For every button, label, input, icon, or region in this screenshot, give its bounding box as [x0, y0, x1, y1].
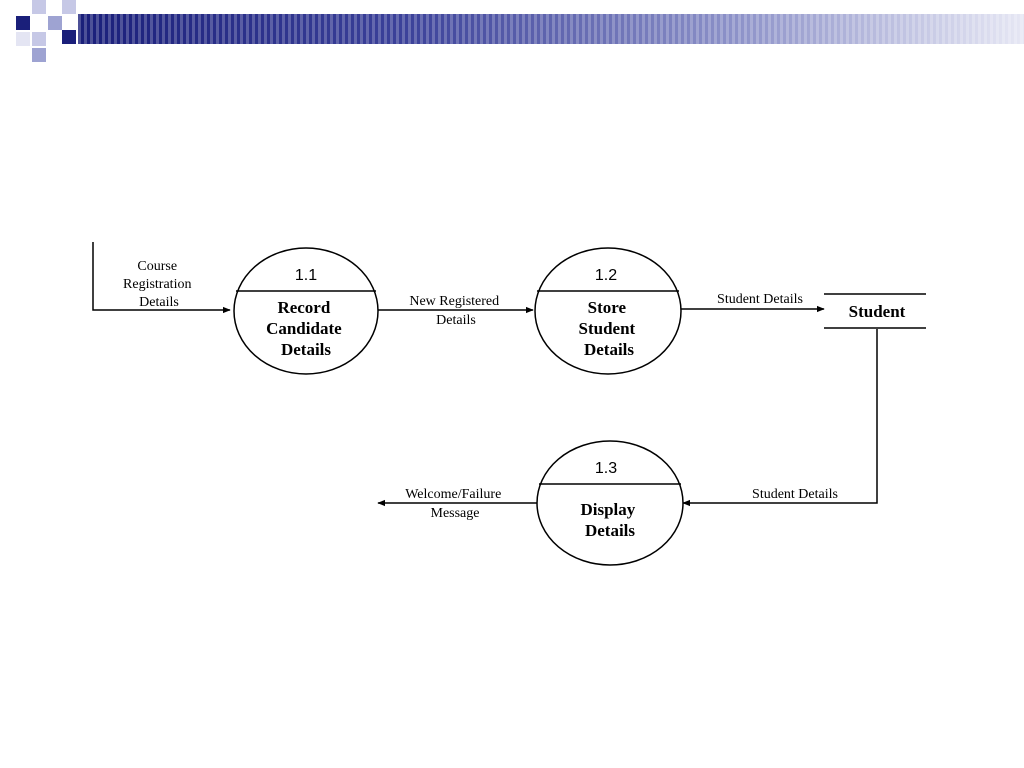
- flow-label-course-3: Details: [139, 295, 179, 310]
- process-1-1: 1.1 Record Candidate Details: [233, 247, 379, 375]
- process-1-3-name-2: Details: [585, 521, 635, 540]
- data-store-student: Student: [824, 293, 926, 329]
- process-1-1-name-3: Details: [281, 340, 331, 359]
- flow-label-student-details-to-store: Student Details: [717, 292, 803, 307]
- flow-label-course-2: Registration: [123, 277, 191, 292]
- svg-text:Record Candidate D: Record Candidate Details: [266, 298, 346, 359]
- header-squares-logo: [16, 0, 76, 62]
- flow-label-new-registered-1: New Registered: [409, 294, 499, 309]
- svg-text:Welcome/Failure Message: Welcome/Failure Message: [405, 487, 505, 521]
- flow-label-student-details-from-store: Student Details: [752, 487, 838, 502]
- process-1-3: 1.3 Display Details: [536, 440, 684, 566]
- process-1-2: 1.2 Store Student Details: [534, 247, 682, 375]
- flow-label-welcome-1: Welcome/Failure: [405, 487, 501, 502]
- process-1-1-id: 1.1: [295, 267, 317, 284]
- flow-student-details-to-store: Student Details: [681, 292, 825, 313]
- header-decoration: [16, 0, 1024, 62]
- header-stripe-overlay: [78, 14, 1024, 44]
- flow-course-registration: Course Registration Details: [92, 242, 231, 314]
- svg-text:Store Student Deta: Store Student Details: [579, 298, 640, 359]
- flow-label-course-1: Course: [137, 259, 177, 274]
- process-1-1-name-2: Candidate: [266, 319, 342, 338]
- data-store-student-label: Student: [849, 302, 906, 321]
- flow-label-new-registered-2: Details: [436, 313, 476, 328]
- process-1-3-name-1: Display: [580, 500, 635, 519]
- flow-label-welcome-2: Message: [431, 506, 480, 521]
- svg-text:Course Registration: Course Registration Details: [123, 259, 195, 310]
- svg-text:New Registered Details: New Registered Details: [409, 294, 502, 328]
- process-1-2-name-1: Store: [588, 298, 627, 317]
- flow-welcome-failure: Welcome/Failure Message: [377, 487, 537, 521]
- process-1-3-id: 1.3: [595, 460, 617, 477]
- flow-new-registered: New Registered Details: [378, 294, 534, 328]
- process-1-1-name-1: Record: [277, 298, 330, 317]
- flow-student-details-from-store: Student Details: [682, 329, 878, 507]
- process-1-2-name-3: Details: [584, 340, 634, 359]
- svg-text:Display Details: Display Details: [580, 500, 639, 540]
- process-1-2-name-2: Student: [579, 319, 636, 338]
- process-1-2-id: 1.2: [595, 267, 617, 284]
